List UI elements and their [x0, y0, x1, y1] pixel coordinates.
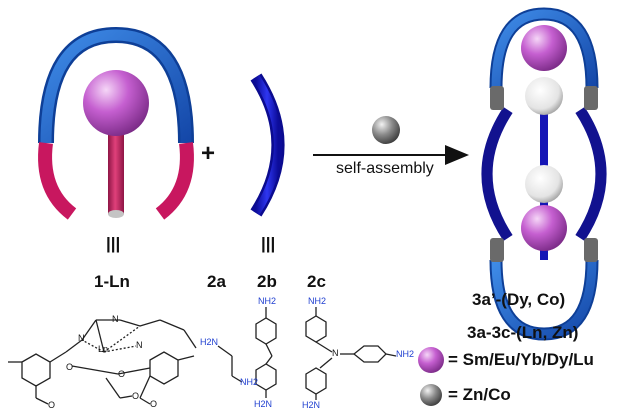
equiv-mark-2: |||	[261, 234, 276, 253]
2c-amine-top: NH2	[308, 296, 327, 306]
2b-amine-top: NH2	[258, 296, 277, 306]
arrow-caption: self-assembly	[336, 160, 434, 177]
legend-lanthanides: = Sm/Eu/Yb/Dy/Lu	[448, 350, 594, 369]
compound-1ln-structure	[8, 319, 197, 405]
equiv-mark-1: |||	[106, 234, 121, 253]
legend-metal-sphere	[420, 384, 442, 406]
atom-o5: O	[150, 399, 158, 409]
2b-amine-bottom: H2N	[254, 399, 273, 409]
compound-1ln-model	[38, 26, 194, 220]
label-1-ln: 1-Ln	[94, 272, 130, 291]
label-product-zn: 3a-3c-(Ln, Zn)	[467, 323, 579, 342]
atom-n2: N	[112, 314, 119, 324]
label-2c: 2c	[307, 272, 326, 291]
ligand-2b-structure	[255, 307, 277, 398]
atom-n3: N	[136, 340, 143, 350]
plus-sign: +	[201, 140, 216, 167]
2c-center-n: N	[332, 348, 339, 358]
label-2b: 2b	[257, 272, 277, 291]
atom-n1: N	[78, 333, 85, 343]
2a-amine-top: H2N	[200, 337, 219, 347]
atom-o4: O	[132, 391, 140, 401]
atom-o2: O	[118, 369, 126, 379]
legend-lanthanide-sphere	[418, 347, 444, 373]
2c-amine-bottom: H2N	[302, 400, 321, 410]
lanthanide-sphere	[83, 70, 149, 136]
2c-amine-right: NH2	[396, 349, 415, 359]
atom-ln: Ln	[98, 344, 109, 354]
ligand-2a-structure	[217, 345, 243, 383]
ligand-2c-structure	[305, 307, 397, 400]
label-2a: 2a	[207, 272, 226, 291]
2a-amine-bottom: NH2	[240, 377, 259, 387]
label-product-co: 3a’-(Dy, Co)	[472, 290, 566, 309]
atom-o3: O	[48, 400, 56, 410]
legend-transition-metals: = Zn/Co	[448, 385, 511, 404]
transition-metal-sphere	[372, 116, 400, 144]
atom-o1: O	[66, 362, 74, 372]
product-helicate-model	[481, 7, 607, 341]
